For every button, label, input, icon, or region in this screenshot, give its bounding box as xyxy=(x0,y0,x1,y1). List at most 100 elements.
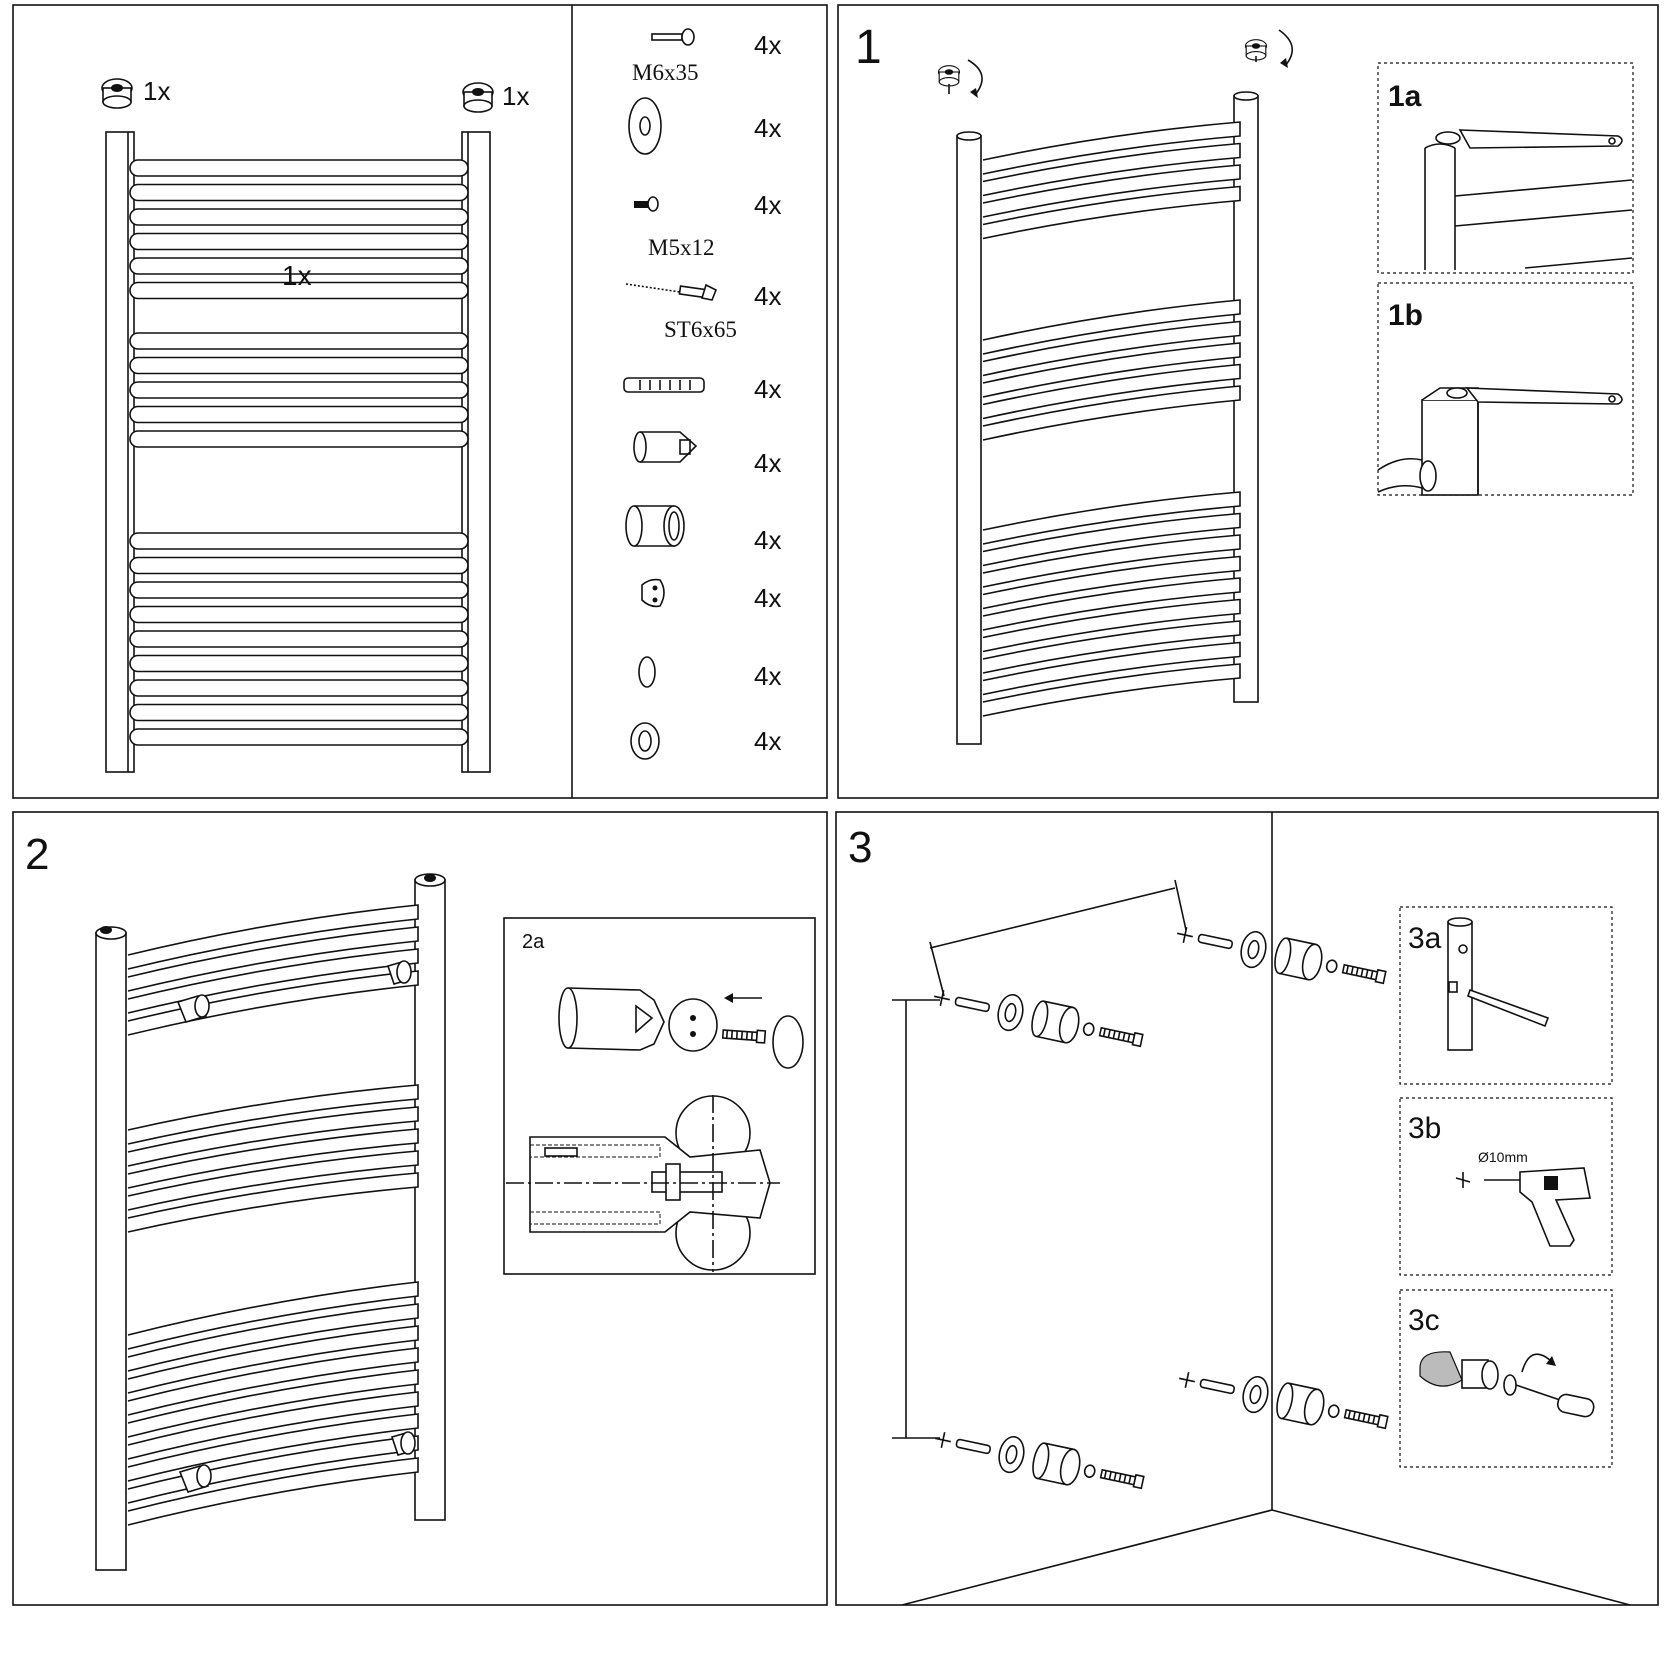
towel-bar xyxy=(129,654,469,673)
towel-bar xyxy=(127,1413,419,1482)
wall-rosette-icon xyxy=(1242,1375,1269,1414)
wall-fixing-set xyxy=(1177,927,1387,985)
wall-fixing-set xyxy=(934,990,1144,1048)
towel-bar xyxy=(982,164,1241,218)
towel-bar xyxy=(127,970,419,1036)
towel-bar xyxy=(127,1325,419,1394)
towel-bar xyxy=(982,641,1241,696)
wall-rosette-icon xyxy=(997,993,1024,1032)
wall-plug-icon xyxy=(1197,933,1234,950)
pencil-mark-icon xyxy=(1447,917,1550,1051)
detail-3a-box xyxy=(1399,906,1613,1085)
radiator-curved-icon xyxy=(956,91,1259,745)
part-qty: 4x xyxy=(754,281,781,311)
towel-bar xyxy=(127,1303,419,1372)
part-qty: 4x xyxy=(754,374,781,404)
bracket-sleeve-icon xyxy=(176,960,416,1493)
detail-3b-box xyxy=(1399,1097,1613,1276)
towel-bar xyxy=(127,1106,419,1167)
tighten-screw-icon xyxy=(1419,1351,1595,1418)
part-qty: 4x xyxy=(754,525,781,555)
wall-corner-icon xyxy=(901,812,1631,1606)
towel-bar xyxy=(127,926,419,992)
step1b-label: 1b xyxy=(1388,299,1423,332)
spacer-tube-icon xyxy=(1031,1000,1080,1044)
part-qty: 4x xyxy=(754,661,781,691)
towel-bar xyxy=(127,1369,419,1438)
towel-bar xyxy=(129,281,469,300)
towel-bar xyxy=(129,679,469,697)
wood-screw-icon xyxy=(625,283,718,301)
wall-rosette-icon xyxy=(1240,930,1267,969)
step3a-label: 3a xyxy=(1408,922,1442,955)
short-screw-icon xyxy=(634,196,659,212)
measurement-lines-icon xyxy=(892,879,1187,1439)
step1-number: 1 xyxy=(855,21,882,74)
spacer-tube-icon xyxy=(1032,1442,1081,1486)
towel-bar xyxy=(982,491,1241,545)
wall-plug-icon xyxy=(1199,1378,1236,1395)
towel-bar xyxy=(129,703,469,722)
towel-bar xyxy=(127,1128,419,1189)
cap-screw-left-icon xyxy=(937,65,961,87)
o-ring-icon xyxy=(638,656,656,688)
towel-bar xyxy=(982,534,1241,588)
end-cap-left-icon xyxy=(101,78,133,109)
part-qty: 4x xyxy=(754,113,781,143)
towel-bar xyxy=(982,385,1241,441)
towel-bar xyxy=(127,1435,419,1504)
towel-bar xyxy=(129,356,469,375)
towel-bar xyxy=(129,232,469,251)
part-size-label: M6x35 xyxy=(632,60,698,85)
step2-panel xyxy=(12,811,828,1606)
spacer-tube-icon xyxy=(1276,1382,1325,1426)
step2a-label: 2a xyxy=(522,931,545,953)
radiator-front-icon xyxy=(105,131,491,773)
bolt-icon xyxy=(1098,1025,1144,1048)
washer-icon xyxy=(1082,1022,1095,1036)
towel-bar xyxy=(129,532,469,550)
towel-bar xyxy=(129,605,469,624)
bolt-icon xyxy=(1341,962,1387,985)
towel-bar xyxy=(129,208,469,226)
cap-right-qty: 1x xyxy=(502,81,529,111)
towel-bar xyxy=(982,620,1241,674)
towel-bar xyxy=(129,257,469,275)
wall-fixing-set xyxy=(1179,1372,1389,1430)
towel-bar xyxy=(129,332,469,350)
detail-3c-box xyxy=(1399,1289,1613,1468)
towel-bar xyxy=(129,728,469,746)
step1a-label: 1a xyxy=(1388,80,1422,113)
towel-bar xyxy=(982,598,1241,653)
radiator-qty: 1x xyxy=(282,260,312,291)
towel-bar xyxy=(127,1150,419,1211)
wrench-icon xyxy=(1377,387,1623,496)
towel-bar xyxy=(129,556,469,575)
step3b-label: 3b xyxy=(1408,1112,1441,1145)
towel-bar xyxy=(982,512,1241,567)
wall-rosette-icon xyxy=(998,1435,1025,1474)
towel-bar xyxy=(127,904,419,970)
detail-2a-box xyxy=(503,917,816,1275)
bolt-icon xyxy=(1343,1407,1389,1430)
rotate-arrow-icon xyxy=(1278,29,1293,67)
wall-rosette-icon xyxy=(630,722,660,760)
detail-1a-box xyxy=(1377,62,1634,274)
wall-fixing-set xyxy=(935,1432,1145,1490)
towel-bar xyxy=(127,1347,419,1416)
step3c-label: 3c xyxy=(1408,1304,1440,1337)
towel-bar xyxy=(129,630,469,648)
towel-bar xyxy=(127,1457,419,1526)
towel-bar xyxy=(127,1281,419,1350)
spacer-tube-icon xyxy=(1274,937,1323,981)
part-qty: 4x xyxy=(754,583,781,613)
towel-bar xyxy=(127,1084,419,1145)
cap-left-qty: 1x xyxy=(143,76,170,106)
towel-bar xyxy=(982,663,1241,717)
part-size-label: ST6x65 xyxy=(664,317,737,342)
drill-size-label: Ø10mm xyxy=(1478,1149,1528,1165)
part-size-label: M5x12 xyxy=(648,235,714,260)
bolt-icon xyxy=(1099,1467,1145,1490)
towel-bar xyxy=(982,142,1241,197)
